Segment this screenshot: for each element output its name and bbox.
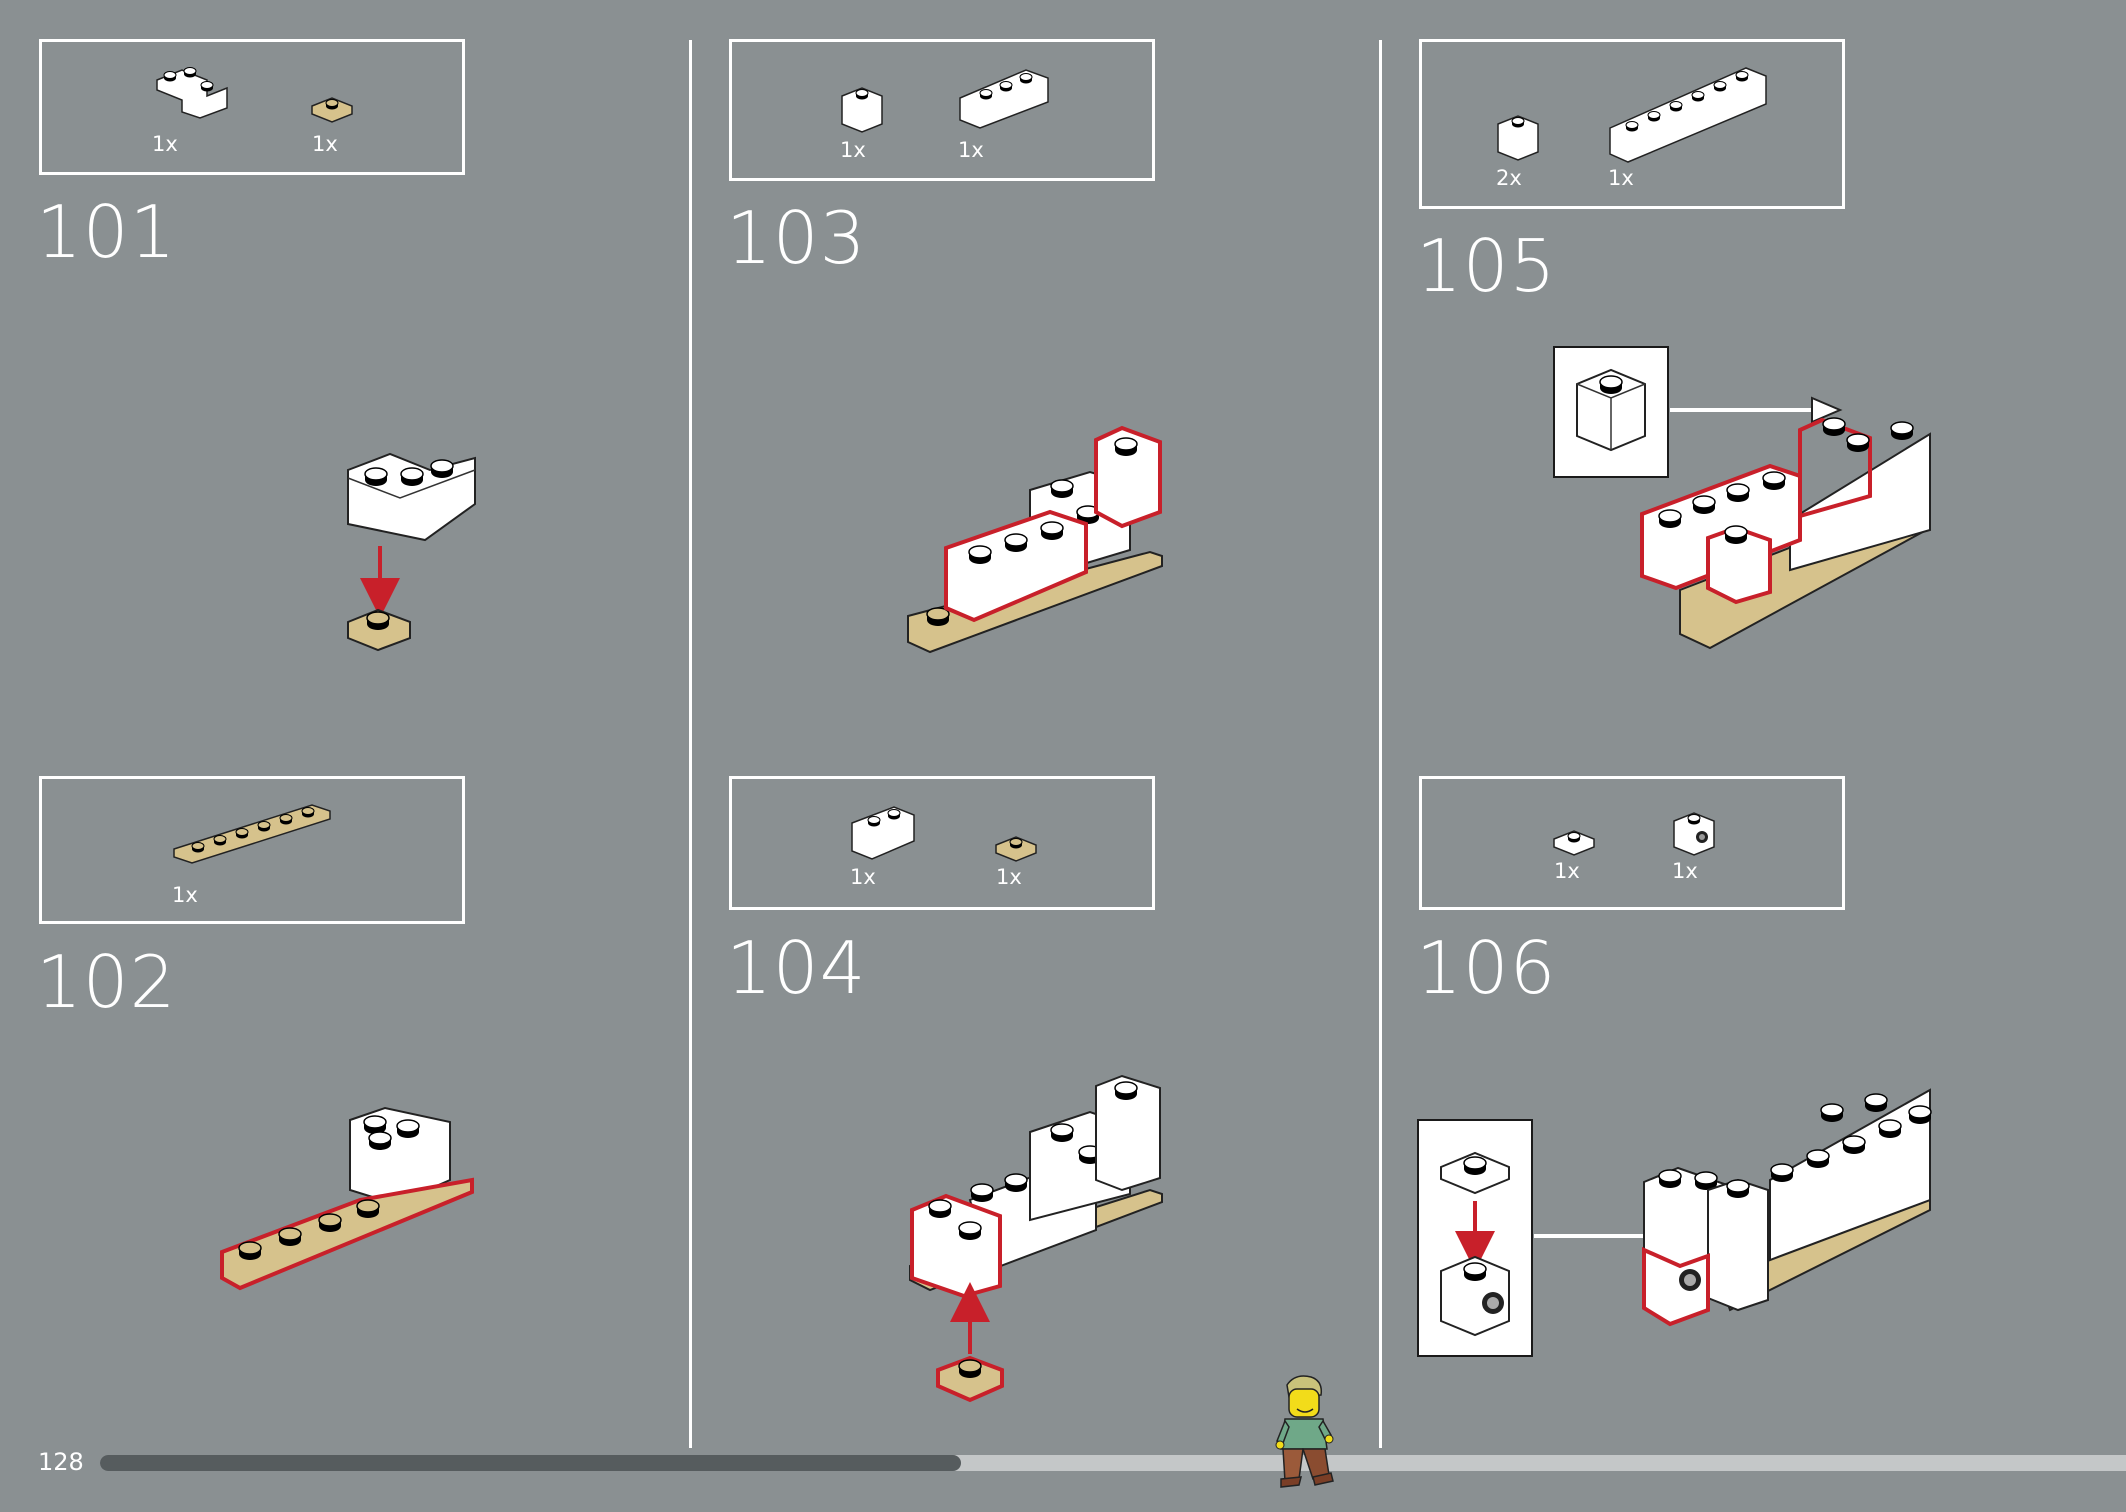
column-divider-right bbox=[1379, 40, 1382, 1448]
callout-box-step-106 bbox=[1417, 1119, 1533, 1357]
build-progress-bar bbox=[100, 1455, 2126, 1471]
part-qty: 1x bbox=[958, 138, 984, 162]
step-103-illustration bbox=[907, 425, 1163, 654]
step-101-illustration bbox=[347, 452, 476, 652]
parts-box-step-103: 1x 1x bbox=[729, 39, 1155, 181]
tan-plate-1x1-icon bbox=[311, 97, 353, 123]
step-102-illustration bbox=[220, 1106, 474, 1291]
part-qty: 1x bbox=[850, 865, 876, 889]
minifigure-icon bbox=[1275, 1375, 1334, 1488]
white-brick-1x1-icon bbox=[841, 87, 883, 133]
step-106-illustration bbox=[1534, 1088, 1932, 1327]
column-divider-left bbox=[689, 40, 692, 1448]
part-qty: 1x bbox=[152, 132, 178, 156]
part-qty: 1x bbox=[312, 132, 338, 156]
tan-plate-1x6-icon bbox=[173, 804, 331, 864]
white-brick-1x1-icon bbox=[1576, 368, 1646, 452]
page-number: 128 bbox=[38, 1448, 84, 1476]
step-number: 104 bbox=[726, 926, 867, 1010]
white-brick-1x3-icon bbox=[959, 69, 1049, 129]
part-qty: 1x bbox=[1554, 859, 1580, 883]
step-number: 102 bbox=[36, 940, 177, 1024]
parts-box-step-106: 1x 1x bbox=[1419, 776, 1845, 910]
step-number: 101 bbox=[36, 190, 177, 274]
white-corner-brick-icon bbox=[156, 67, 228, 119]
part-qty: 1x bbox=[996, 865, 1022, 889]
build-progress-fill bbox=[100, 1455, 962, 1471]
step-105-illustration bbox=[1640, 396, 1931, 650]
parts-box-step-105: 2x 1x bbox=[1419, 39, 1845, 209]
white-brick-1x6-icon bbox=[1609, 67, 1767, 163]
callout-box-step-105 bbox=[1553, 346, 1669, 478]
part-qty: 2x bbox=[1496, 166, 1522, 190]
part-qty: 1x bbox=[1608, 166, 1634, 190]
plate-onto-headlight-brick-icon bbox=[1440, 1151, 1510, 1337]
part-qty: 1x bbox=[840, 138, 866, 162]
parts-box-step-101: 1x 1x bbox=[39, 39, 465, 175]
part-qty: 1x bbox=[172, 883, 198, 907]
part-qty: 1x bbox=[1672, 859, 1698, 883]
step-104-illustration bbox=[909, 1074, 1163, 1403]
white-brick-headlight-icon bbox=[1673, 812, 1715, 856]
step-number: 103 bbox=[726, 196, 867, 280]
step-number: 105 bbox=[1416, 224, 1557, 308]
tan-plate-1x1-icon bbox=[995, 836, 1037, 862]
white-brick-1x1-icon bbox=[1497, 115, 1539, 161]
white-brick-1x2-icon bbox=[851, 806, 915, 860]
parts-box-step-104: 1x 1x bbox=[729, 776, 1155, 910]
parts-box-step-102: 1x bbox=[39, 776, 465, 924]
step-number: 106 bbox=[1416, 926, 1557, 1010]
white-plate-1x1-icon bbox=[1553, 830, 1595, 856]
